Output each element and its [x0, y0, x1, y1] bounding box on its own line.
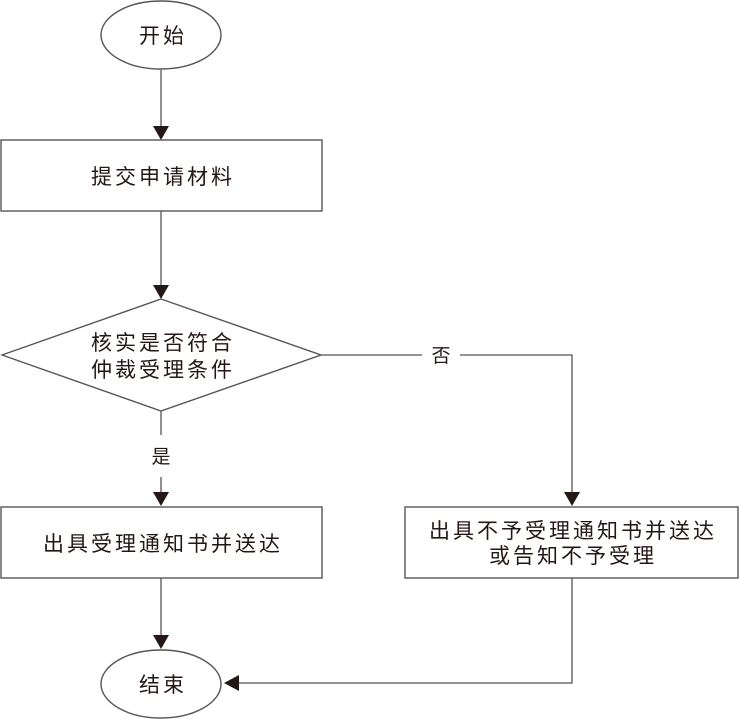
node-submit: 提交申请材料	[0, 139, 323, 212]
edge-reject-to-end	[224, 578, 573, 691]
arrowhead-icon	[564, 492, 580, 506]
node-reject-text-line2: 或告知不予受理	[489, 544, 657, 568]
node-submit-text: 提交申请材料	[91, 165, 235, 189]
arrowhead-icon	[153, 126, 169, 140]
edge-check-to-accept: 是	[151, 411, 171, 506]
edge-label-yes: 是	[151, 446, 170, 468]
arrowhead-icon	[153, 635, 169, 649]
node-check-text-line1: 核实是否符合	[91, 331, 235, 355]
node-reject: 出具不予受理通知书并送达 或告知不予受理	[404, 506, 739, 579]
node-end-text: 结束	[139, 673, 187, 697]
edge-start-to-submit	[153, 70, 169, 140]
edge-accept-to-end	[153, 578, 169, 649]
node-reject-text-line1: 出具不予受理通知书并送达	[429, 519, 717, 543]
node-start-text: 开始	[139, 24, 187, 48]
arrowhead-icon	[224, 675, 239, 691]
node-accept: 出具受理通知书并送达	[0, 506, 323, 579]
edge-submit-to-check	[153, 211, 169, 299]
arrowhead-icon	[153, 285, 169, 299]
node-end: 结束	[100, 649, 222, 719]
edge-check-to-reject: 否	[321, 345, 580, 506]
node-accept-text: 出具受理通知书并送达	[43, 532, 283, 556]
node-check: 核实是否符合 仲裁受理条件	[0, 298, 324, 412]
edge-label-no: 否	[431, 345, 450, 367]
node-start: 开始	[100, 0, 222, 70]
arrowhead-icon	[153, 492, 169, 506]
node-check-text-line2: 仲裁受理条件	[91, 358, 235, 382]
